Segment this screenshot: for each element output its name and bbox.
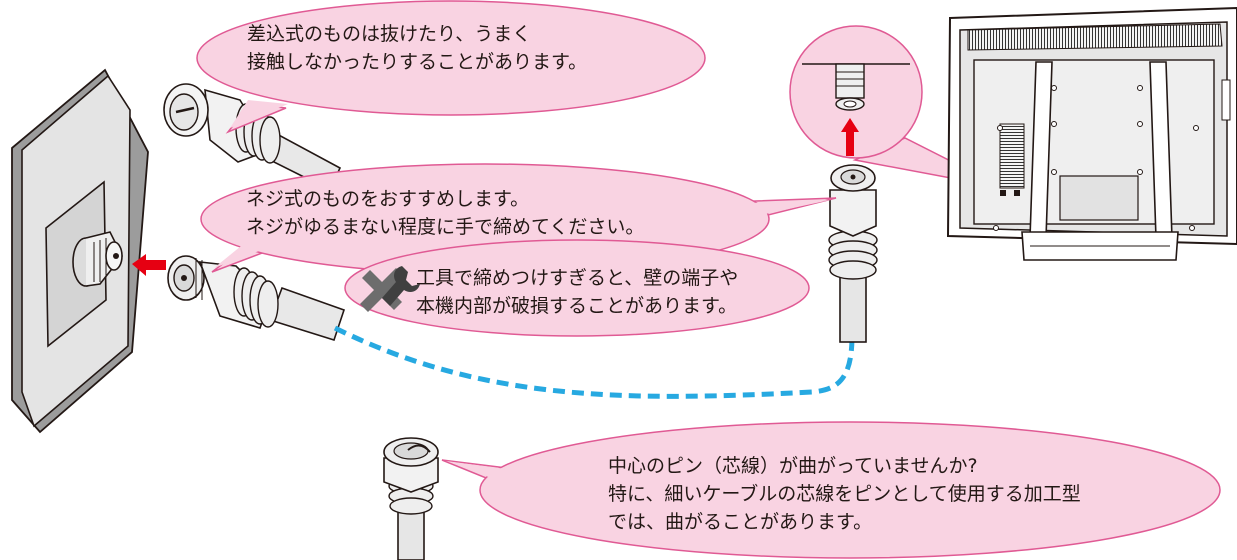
callout-line: ネジがゆるまない程度に手で締めてください。	[246, 216, 645, 238]
center-pin-plug	[383, 437, 439, 560]
tv-side-plug	[828, 164, 878, 343]
callout-bubble-push-on	[196, 0, 706, 134]
callout-line: 特に、細いケーブルの芯線をピンとして使用する加工型	[608, 483, 1081, 505]
callout-line: ネジ式のものをおすすめします。	[246, 188, 530, 210]
callout-line: 本機内部が破損することがあります。	[416, 295, 738, 317]
callout-line: 工具で締めつけすぎると、壁の端子や	[416, 267, 739, 289]
callout-line: 接触しなかったりすることがあります。	[247, 51, 588, 73]
callout-text-screw-on: ネジ式のものをおすすめします。 ネジがゆるまない程度に手で締めてください。	[246, 185, 644, 241]
tv-rear-view	[946, 6, 1237, 261]
screw-on-plug	[167, 255, 346, 341]
callout-line: 差込式のものは抜けたり、うまく	[247, 23, 532, 45]
callout-bubble-center-pin	[441, 421, 1221, 559]
callout-bubble-tool-warning	[344, 239, 810, 337]
callout-line: 中心のピン（芯線）が曲がっていませんか?	[608, 455, 978, 477]
wall-antenna-terminal	[72, 231, 123, 287]
callout-text-push-on: 差込式のものは抜けたり、うまく 接触しなかったりすることがあります。	[247, 20, 587, 76]
insert-arrow-wall	[132, 254, 166, 276]
callout-text-center-pin: 中心のピン（芯線）が曲がっていませんか? 特に、細いケーブルの芯線をピンとして使…	[608, 452, 1081, 536]
no-tool-icon	[360, 266, 420, 312]
insert-arrow-tv	[841, 118, 859, 156]
callout-text-tool-warning: 工具で締めつけすぎると、壁の端子や 本機内部が破損することがあります。	[416, 264, 738, 320]
cable-route-dashed	[333, 325, 855, 399]
callout-line: では、曲がることがあります。	[608, 511, 873, 533]
